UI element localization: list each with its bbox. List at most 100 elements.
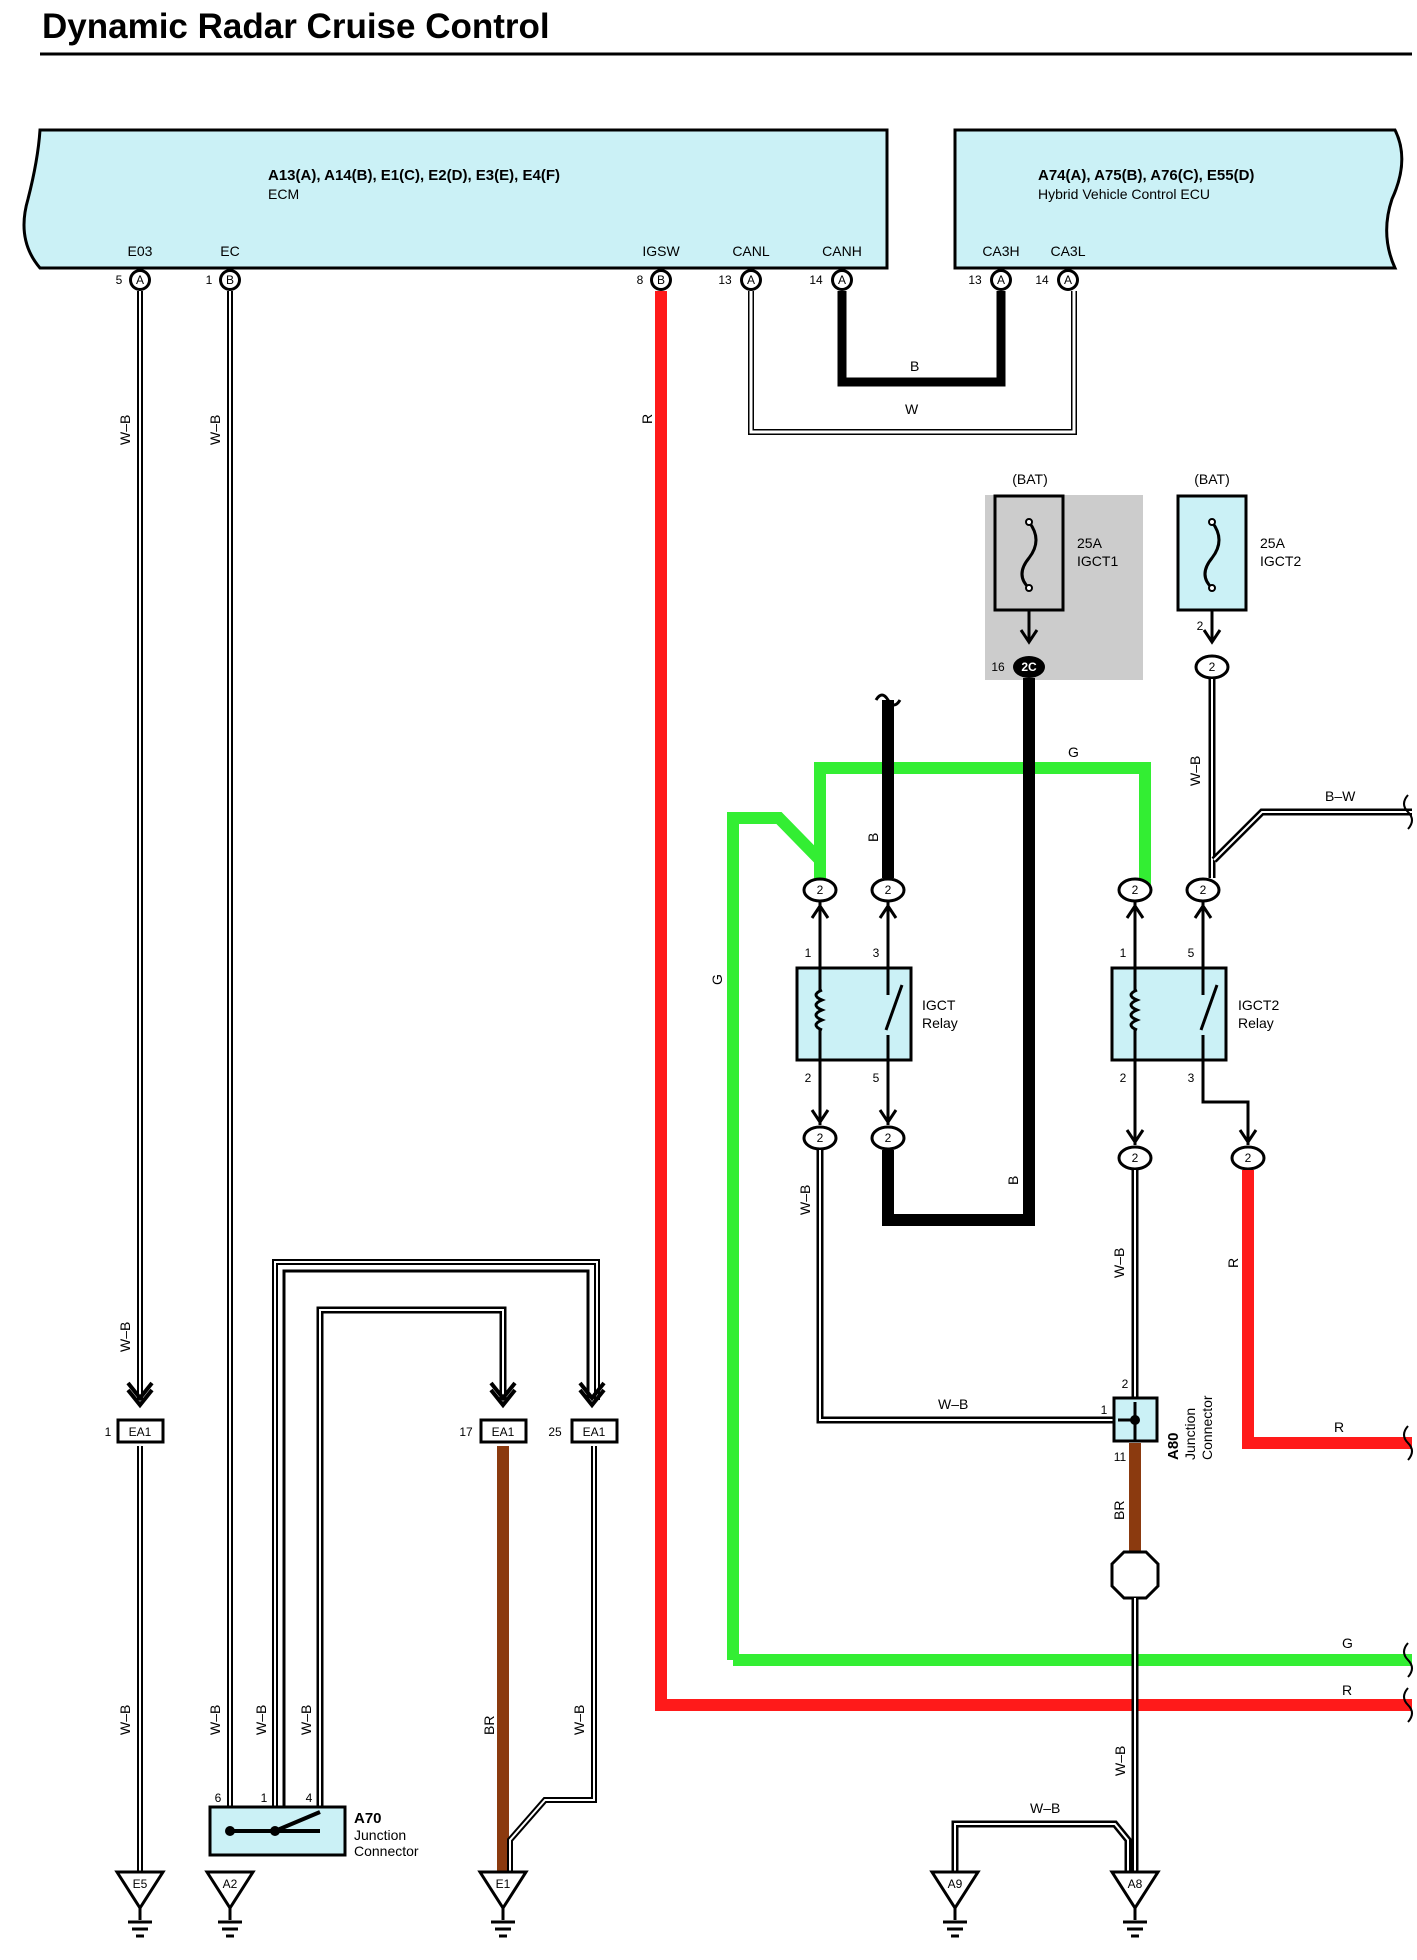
svg-text:1: 1 [1120,946,1127,960]
svg-text:2: 2 [817,1131,824,1145]
igct-relay-to-a80-wire: W–B W–B W–B [797,1150,1139,1424]
svg-text:2: 2 [885,883,892,897]
wire-wb-igct2-label: W–B [1187,756,1203,786]
a70-id: A70 [354,1810,382,1827]
wire-g-top-label: G [1068,744,1079,760]
svg-text:6: 6 [215,1791,222,1805]
fuse-igct2: (BAT) 25A IGCT2 2 2 [1176,471,1301,680]
svg-text:2C: 2C [1021,660,1037,674]
pin-ec: 1 B [206,269,241,291]
svg-text:5: 5 [873,1071,880,1085]
a80-name1: Junction [1182,1408,1198,1460]
svg-text:2: 2 [1245,1151,1252,1165]
wire-g-left-label: G [709,974,725,985]
wire-wb-a80-in-label: W–B [938,1396,968,1412]
svg-text:A8: A8 [1128,1877,1143,1891]
pin-e03: 5 A [116,269,151,291]
wire-wb-a8-label: W–B [1112,1746,1128,1776]
ground-symbols: E5 A2 E1 A9 [114,1870,1161,1938]
svg-text:A: A [1064,273,1072,287]
svg-text:2: 2 [1132,883,1139,897]
svg-text:2: 2 [1120,1071,1127,1085]
igct2-relay-name2: Relay [1238,1015,1274,1031]
igct2-relay: 1 5 IGCT2 Relay 2 3 2 2 [1110,902,1279,1171]
svg-text:2: 2 [1122,1377,1129,1391]
wire-br-e1-label: BR [481,1716,497,1735]
hv-pin-ca3h-label: CA3H [982,243,1019,259]
a70-name2: Connector [354,1843,419,1859]
pin-canl: 13 A [718,269,762,291]
svg-text:4: 4 [306,1791,313,1805]
igct2-wb-wire: W–B B–W [1187,679,1412,878]
svg-text:1: 1 [261,1791,268,1805]
svg-text:E1: E1 [496,1877,511,1891]
wire-wb-ec-label: W–B [207,415,223,445]
svg-text:2: 2 [1132,1151,1139,1165]
a70-junction-connector: 6 1 4 A70 Junction Connector [208,1791,419,1859]
wire-bw-label: B–W [1325,788,1356,804]
igct-relay-name2: Relay [922,1015,958,1031]
ground-a9: A9 [929,1870,981,1938]
wire-g-bottom-label: G [1342,1635,1353,1651]
pin-ca3h: 13 A [968,269,1012,291]
green-wire: G G G [709,744,1412,1666]
svg-text:2: 2 [885,1131,892,1145]
a80-name2: Connector [1199,1395,1215,1460]
wire-b-can-label: B [910,358,919,374]
svg-text:8: 8 [637,273,644,287]
ground-e1: E1 [477,1870,529,1938]
a70-name1: Junction [354,1827,406,1843]
wire-wb-e03-label: W–B [117,415,133,445]
igct2-red-wire: R R [1225,1170,1412,1449]
ecm-pin-canl-label: CANL [732,243,770,259]
svg-text:2: 2 [805,1071,812,1085]
igsw-red-wire: R R [639,291,1412,1711]
ecm-box: A13(A), A14(B), E1(C), E2(D), E3(E), E4(… [22,128,889,270]
svg-text:2: 2 [817,883,824,897]
ground-a8: A8 [1109,1870,1161,1938]
wire-b-relay-out-label: B [1005,1176,1021,1185]
wire-wb-a70-4-label: W–B [298,1705,314,1735]
igct2-relay-name1: IGCT2 [1238,997,1279,1013]
ea1-connectors: 1 EA1 17 EA1 25 EA1 [105,1418,619,1444]
svg-text:E5: E5 [133,1877,148,1891]
a80-junction-connector: 2 1 11 A80 Junction Connector [1101,1377,1215,1464]
svg-text:13: 13 [718,273,732,287]
ea1-pin-1: 1 EA1 [105,1418,165,1444]
ecm-pin-e03-label: E03 [128,243,153,259]
svg-text:1: 1 [206,273,213,287]
svg-text:16: 16 [991,660,1005,674]
ecm-name: ECM [268,186,299,202]
wire-wb-igct-relay-label: W–B [797,1185,813,1215]
wire-r-bottom-label: R [1342,1682,1352,1698]
igct-relay: 1 3 IGCT Relay 2 5 2 2 [795,902,958,1151]
b-wires: B B [865,678,1035,1226]
a70-loop-wires: W–B W–B [253,1259,606,1812]
hv-pin-ca3l-label: CA3L [1050,243,1085,259]
svg-text:3: 3 [1188,1071,1195,1085]
wire-wb-e5-label: W–B [117,1705,133,1735]
svg-text:2: 2 [1197,619,1204,633]
svg-text:EA1: EA1 [129,1425,152,1439]
ea1-pin-25: 25 EA1 [548,1418,619,1444]
svg-text:17: 17 [459,1425,473,1439]
hv-ecu-name: Hybrid Vehicle Control ECU [1038,186,1210,202]
wire-wb-a2-label: W–B [207,1705,223,1735]
wire-r-right-label: R [1334,1419,1344,1435]
svg-text:1: 1 [1101,1403,1108,1417]
ecm-pin-ec-label: EC [220,243,239,259]
svg-text:A: A [747,273,755,287]
fuse1-bat: (BAT) [1012,471,1048,487]
svg-text:A9: A9 [948,1877,963,1891]
ecm-connectors-label: A13(A), A14(B), E1(C), E2(D), E3(E), E4(… [268,167,560,184]
hv-ecu-connectors-label: A74(A), A75(B), A76(C), E55(D) [1038,167,1254,184]
wire-wb-a70-1-label: W–B [253,1705,269,1735]
continuation-marks [1403,794,1413,1723]
ground-a2: A2 [204,1870,256,1938]
ecm-pin-igsw-label: IGSW [642,243,680,259]
wire-b-relay-in-label: B [865,833,881,842]
wire-wb-igct2-relay-label: W–B [1111,1248,1127,1278]
svg-text:EA1: EA1 [583,1425,606,1439]
svg-text:11: 11 [1114,1450,1127,1464]
